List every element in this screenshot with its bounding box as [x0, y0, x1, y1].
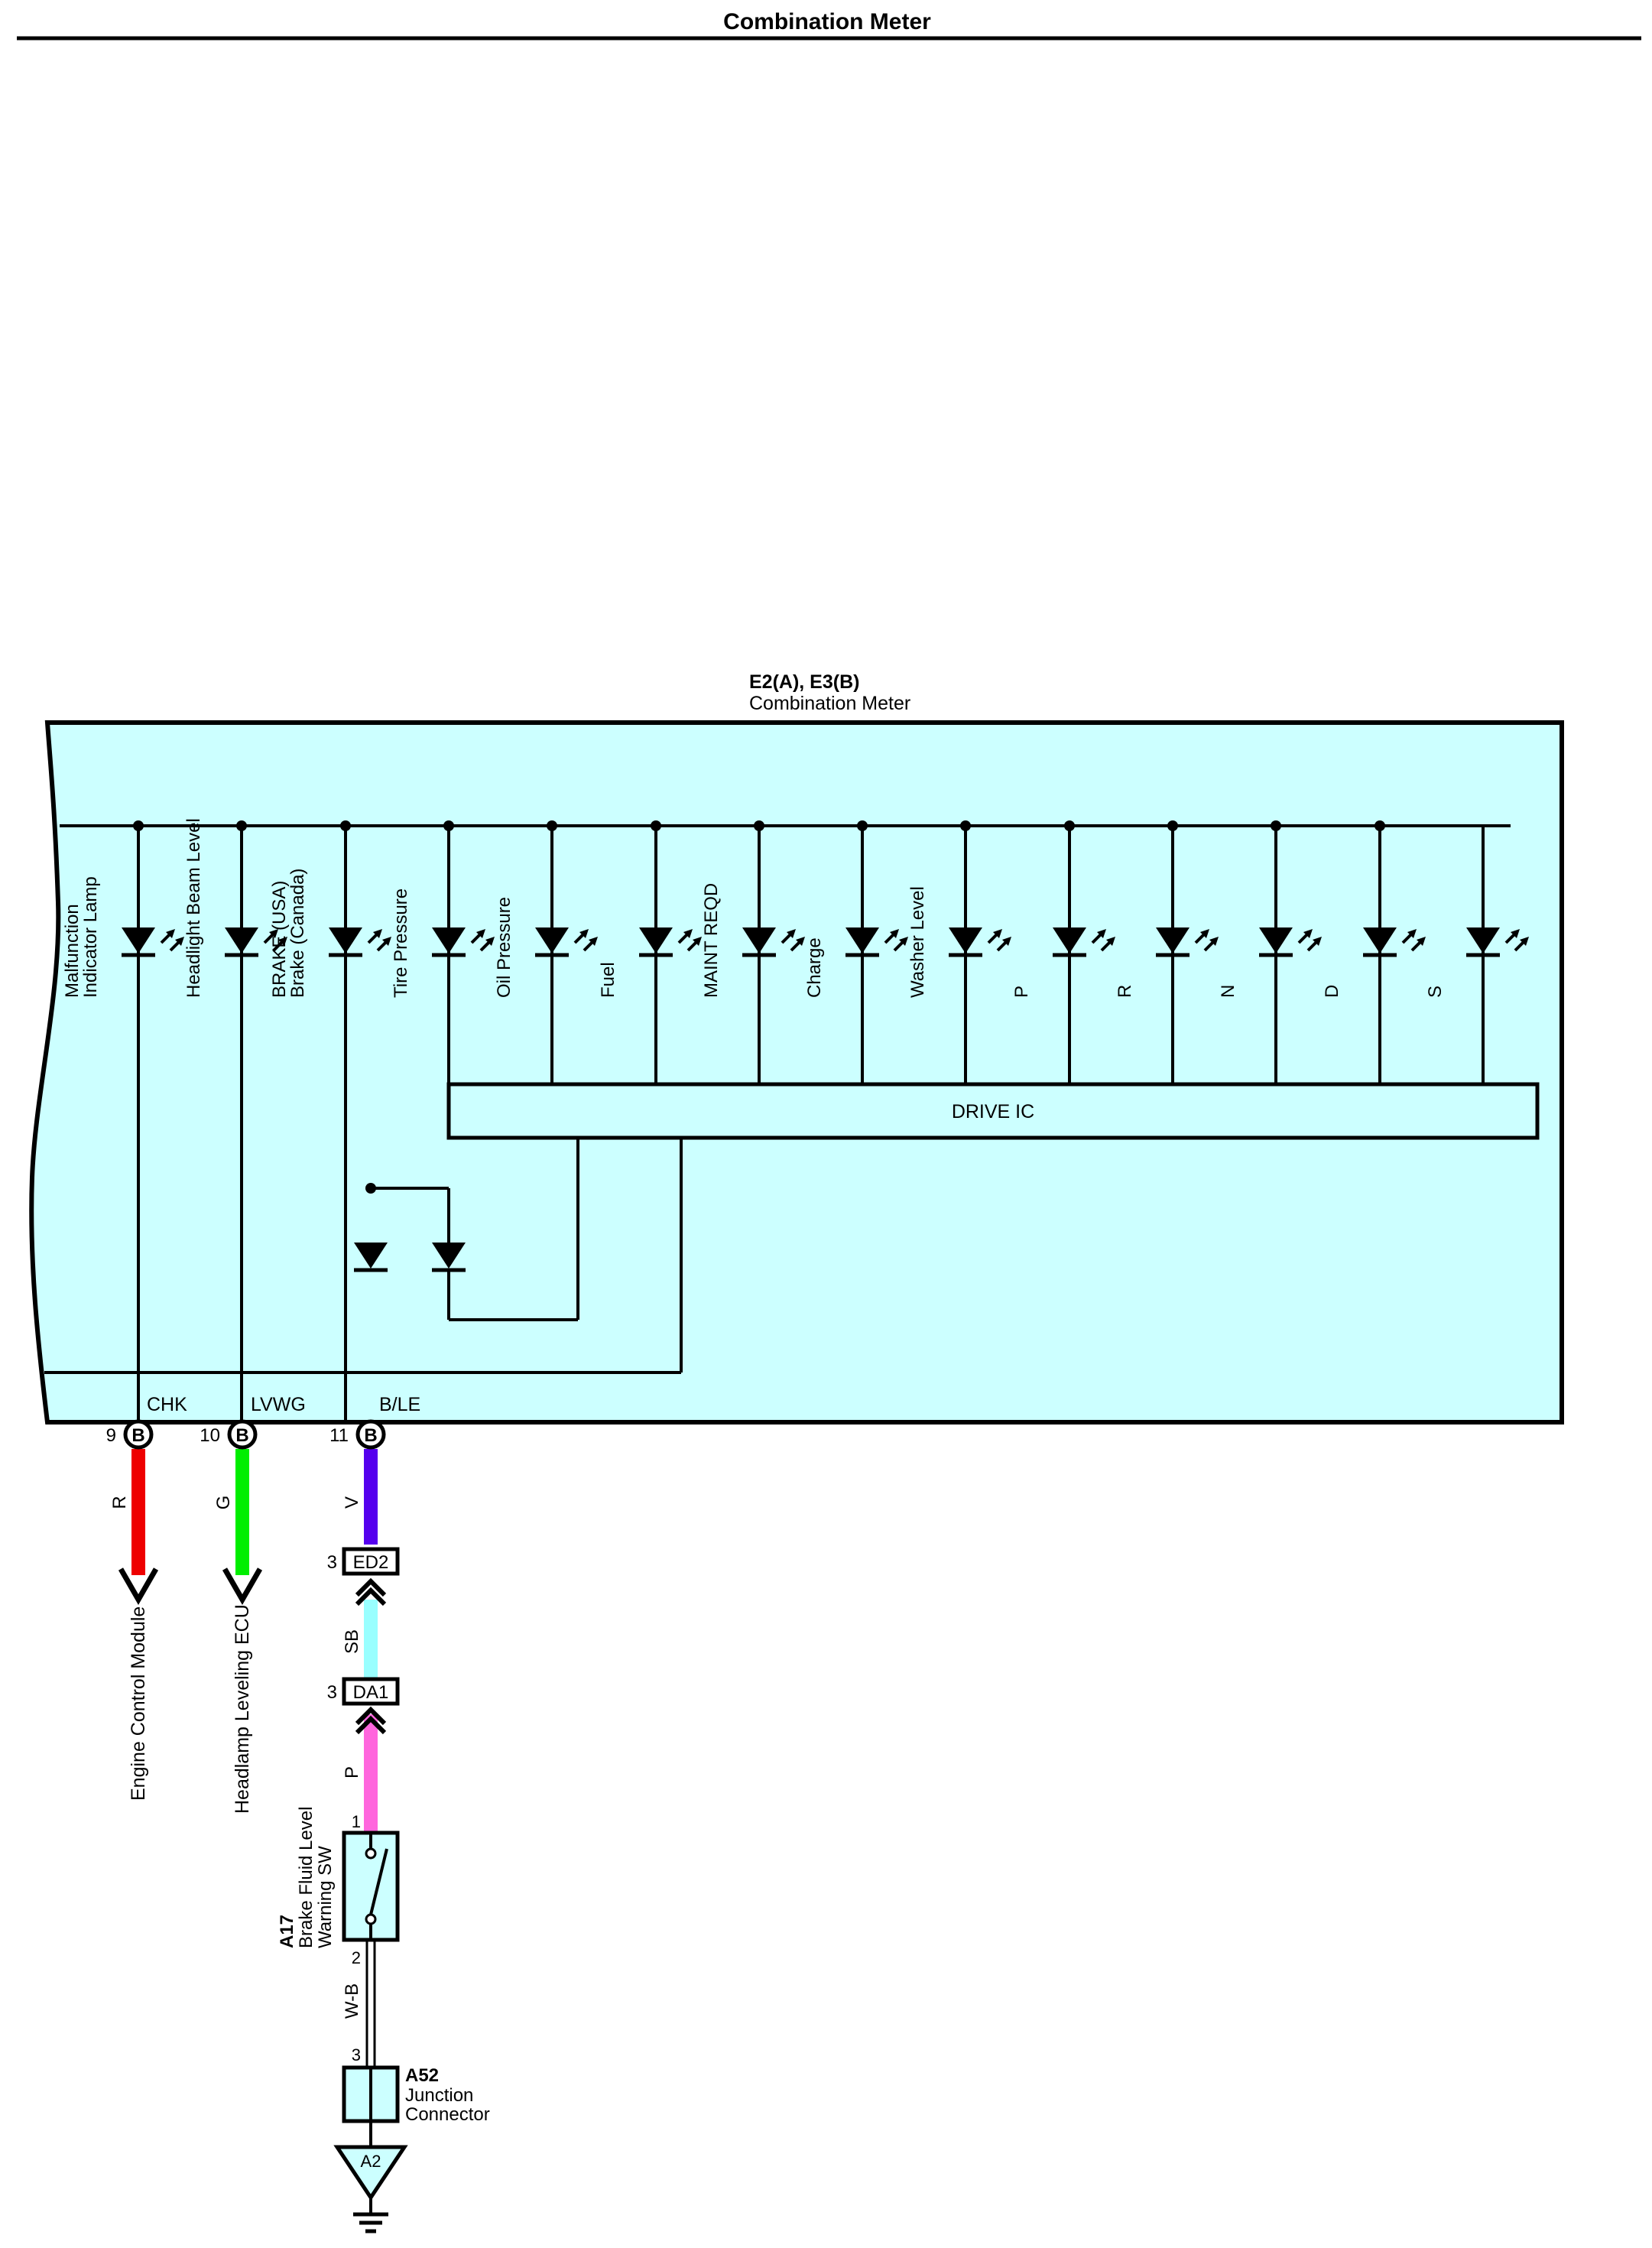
- indicator-label: P: [1011, 986, 1032, 998]
- indicator-label: MAINT REQD: [701, 883, 722, 998]
- junction-line2: Connector: [405, 2104, 490, 2125]
- wire-sb-label: SB: [342, 1629, 362, 1654]
- switch-contact-lever: [369, 1848, 388, 1915]
- wire-v: [364, 1449, 378, 1545]
- connector-da1-pin: 3: [327, 1682, 337, 1703]
- meter-name: Combination Meter: [749, 693, 910, 714]
- terminal-9-pin: 9: [106, 1425, 116, 1446]
- wire-r-label: R: [109, 1496, 130, 1509]
- brake-junction-dot: [365, 1183, 376, 1194]
- switch-pin-top: 1: [352, 1812, 361, 1831]
- drive-ic-box: [446, 1082, 1540, 1140]
- terminal-10-conn: B: [235, 1425, 248, 1446]
- wire-p: [364, 1714, 378, 1833]
- terminal-11: [355, 1419, 386, 1450]
- ground-point-triangle: [333, 2145, 408, 2201]
- signal-ble: B/LE: [379, 1394, 420, 1415]
- indicator-label: R: [1115, 985, 1135, 998]
- junction-pin: 3: [352, 2045, 361, 2064]
- terminal-9-conn: B: [131, 1425, 144, 1446]
- wire-g-label: G: [213, 1496, 234, 1510]
- wire-wb-label: W-B: [342, 1983, 362, 2019]
- terminal-11-pin: 11: [329, 1425, 349, 1446]
- indicator-label: N: [1218, 985, 1238, 998]
- connector-ed2-label: ED2: [353, 1552, 389, 1573]
- dest-ecm: Engine Control Module: [128, 1606, 149, 1801]
- indicator-label: Washer Level: [907, 886, 928, 998]
- indicator-label: Oil Pressure: [494, 897, 514, 998]
- dest-headlamp-ecu: Headlamp Leveling ECU: [232, 1604, 253, 1814]
- wire-sb: [364, 1600, 378, 1684]
- connector-da1-label: DA1: [353, 1682, 389, 1703]
- switch-code: A17: [277, 1915, 297, 1948]
- arrow-headlamp-ecu: [222, 1567, 263, 1606]
- connector-chevron-2b: [355, 1715, 387, 1735]
- signal-chk: CHK: [147, 1394, 187, 1415]
- page-title: Combination Meter: [723, 9, 931, 34]
- meter-panel: [29, 720, 1564, 1424]
- indicator-label: D: [1322, 985, 1342, 998]
- switch-contact-top: [365, 1847, 377, 1860]
- terminal-10: [227, 1419, 258, 1450]
- indicator-label: Indicator Lamp: [80, 876, 101, 998]
- meter-ids: E2(A), E3(B): [749, 671, 859, 693]
- signal-lvwg: LVWG: [251, 1394, 306, 1415]
- indicator-label: Charge: [804, 937, 825, 998]
- wire-g: [235, 1449, 249, 1575]
- connector-chevron-2a: [355, 1706, 387, 1726]
- wire-v-label: V: [342, 1496, 362, 1509]
- indicator-label: Brake (Canada): [287, 869, 308, 998]
- connector-chevron-1a: [355, 1577, 387, 1597]
- switch-pin-bottom: 2: [352, 1948, 361, 1967]
- terminal-11-conn: B: [364, 1425, 377, 1446]
- wire-r: [131, 1449, 145, 1575]
- ground-point-label: A2: [361, 2152, 381, 2171]
- drive-ic-label: DRIVE IC: [952, 1101, 1034, 1122]
- indicator-label: Headlight Beam Level: [183, 818, 204, 998]
- connector-da1: [342, 1677, 400, 1706]
- indicator-label: S: [1425, 986, 1446, 998]
- junction-line1: Junction: [405, 2085, 473, 2106]
- terminal-9: [123, 1419, 154, 1450]
- indicator-label: Tire Pressure: [391, 888, 411, 998]
- wire-p-label: P: [342, 1766, 362, 1779]
- junction-code: A52: [405, 2065, 439, 2086]
- arrow-ecm: [118, 1567, 159, 1606]
- indicator-label: BRAKE (USA): [269, 881, 290, 998]
- switch-contact-bottom: [365, 1913, 377, 1925]
- terminal-10-pin: 10: [200, 1425, 220, 1446]
- connector-ed2: [342, 1547, 400, 1576]
- indicator-label: Malfunction: [62, 904, 83, 998]
- switch-name-line2: Warning SW: [315, 1846, 336, 1948]
- connector-chevron-1b: [355, 1587, 387, 1606]
- connector-ed2-pin: 3: [327, 1552, 337, 1573]
- indicator-label: Fuel: [598, 962, 618, 998]
- switch-name-line1: Brake Fluid Level: [296, 1807, 316, 1948]
